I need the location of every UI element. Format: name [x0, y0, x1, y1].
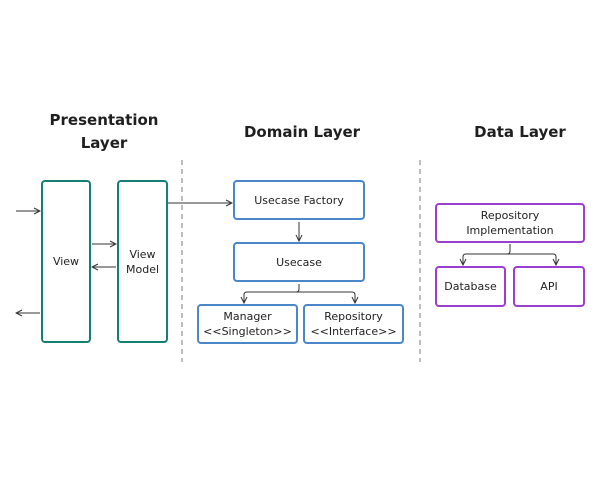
database-box: Database: [435, 266, 506, 307]
manager-box: Manager <<Singleton>>: [197, 304, 298, 344]
repository-interface-box: Repository <<Interface>>: [303, 304, 404, 344]
api-box: API: [513, 266, 585, 307]
api-label: API: [540, 280, 558, 293]
brace-impl-split: [462, 244, 557, 264]
usecase-label: Usecase: [276, 255, 322, 269]
view-label: View: [52, 255, 80, 268]
repository-implementation-box: Repository Implementation: [435, 203, 585, 243]
usecase-factory-label: Usecase Factory: [254, 193, 344, 207]
usecase-box: Usecase: [233, 242, 365, 282]
heading-data-layer: Data Layer: [474, 123, 566, 141]
repository-implementation-label: Repository Implementation: [466, 209, 554, 237]
viewmodel-label: View Model: [125, 247, 160, 276]
usecase-factory-box: Usecase Factory: [233, 180, 365, 220]
repository-interface-label: Repository <<Interface>>: [310, 310, 397, 338]
view-box: View: [41, 180, 91, 343]
heading-domain-layer: Domain Layer: [243, 123, 361, 141]
manager-label: Manager <<Singleton>>: [203, 310, 292, 338]
viewmodel-box: View Model: [117, 180, 168, 343]
heading-presentation-layer: Presentation Layer: [49, 111, 159, 152]
database-label: Database: [444, 280, 497, 293]
brace-usecase-split: [243, 284, 356, 302]
